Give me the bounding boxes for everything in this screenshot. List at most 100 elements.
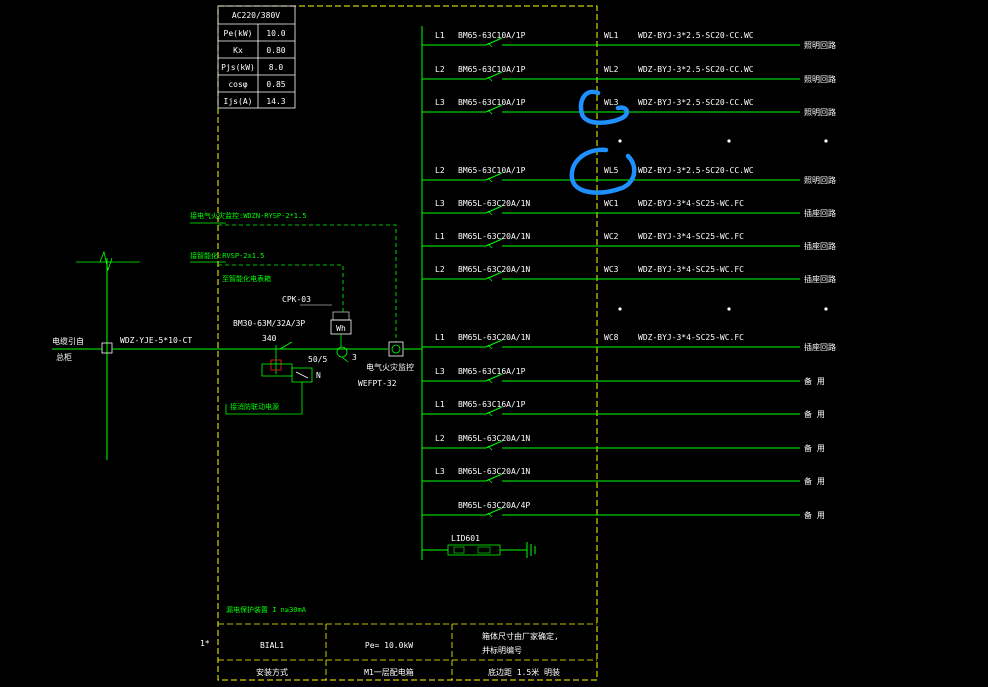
annotation-circle-wl5: [569, 147, 637, 195]
meter-code: CPK-03: [282, 295, 311, 304]
table-value-pjs: 8.0: [269, 63, 284, 72]
circuit-phase: L3: [435, 98, 445, 107]
breaker-mark: [487, 243, 493, 249]
circuit-cable: WDZ-BYJ-3*2.5-SC20-CC.WC: [638, 98, 754, 107]
surge-protector: LID601: [422, 534, 536, 558]
box-note-2: 并标明编号: [482, 645, 522, 655]
table-label-pe: Pe(kW): [224, 29, 253, 38]
rcd-note: 漏电保护装置 I n≥30mA: [226, 605, 307, 614]
install-label: 安装方式: [256, 667, 288, 677]
incoming-cable-label: WDZ-YJE-5*10-CT: [120, 336, 192, 345]
shunt-label: 接消防联动电源: [230, 402, 279, 411]
circuit-phase: L3: [435, 367, 445, 376]
box-power: Pe= 10.0kW: [365, 641, 413, 650]
circuit-breaker: BM65-63C10A/1P: [458, 98, 526, 107]
breaker-mark: [487, 276, 493, 282]
circuit-cable: WDZ-BYJ-3*4-SC25-WC.FC: [638, 199, 744, 208]
box-note-1: 箱体尺寸由厂家确定,: [482, 631, 559, 641]
fire-monitor-code: WEFPT-32: [358, 379, 397, 388]
continuation-dots: [618, 139, 828, 311]
box-name: BIAL1: [260, 641, 284, 650]
height-label: 底边距 1.5米 明装: [488, 667, 560, 677]
circuit-id: WC8: [604, 333, 619, 342]
circuit-breaker: BM65L-63C20A/1N: [458, 333, 530, 342]
shunt-coil: [270, 359, 282, 371]
table-header: AC220/380V: [232, 11, 280, 20]
spd-label: LID601: [451, 534, 480, 543]
table-label-cos: cosφ: [228, 80, 247, 89]
ct-3-label: 3: [352, 353, 357, 362]
footer-table: 1* BIAL1 Pe= 10.0kW 箱体尺寸由厂家确定, 并标明编号 安装方…: [200, 623, 597, 680]
source-label-2: 总柜: [56, 352, 72, 362]
breaker-mark: [487, 344, 493, 350]
circuit-use: 插座回路: [804, 342, 836, 352]
circuit-use: 照明回路: [804, 74, 836, 84]
circuit-phase: L1: [435, 400, 445, 409]
circuit-row: L1 BM65L-63C20A/1N WC8 WDZ-BYJ-3*4-SC25-WC.…: [422, 333, 836, 352]
breaker-mark: [487, 411, 493, 417]
circuit-phase: L1: [435, 333, 445, 342]
circuit-use: 照明回路: [804, 175, 836, 185]
circuit-row: L3 BM65-63C16A/1P 备 用: [422, 367, 825, 386]
circuit-use: 备 用: [804, 443, 825, 453]
circuit-phase: L2: [435, 65, 445, 74]
incoming-feeder: 电缆引自 总柜 WDZ-YJE-5*10-CT BM30-63M/32A/3P …: [52, 211, 422, 614]
ct-label: 50/5: [308, 355, 327, 364]
circuit-phase: L2: [435, 265, 445, 274]
circuit-breaker: BM65L-63C20A/1N: [458, 265, 530, 274]
main-breaker-label: BM30-63M/32A/3P: [233, 319, 305, 328]
circuit-use: 照明回路: [804, 107, 836, 117]
circuit-cable: WDZ-BYJ-3*4-SC25-WC.FC: [638, 333, 744, 342]
circuit-cable: WDZ-BYJ-3*2.5-SC20-CC.WC: [638, 166, 754, 175]
circuit-use: 备 用: [804, 476, 825, 486]
table-value-kx: 0.80: [266, 46, 285, 55]
fire-line-label: 接电气火灾监控:WDZN-RYSP-2*1.5: [190, 211, 306, 220]
circuit-cable: WDZ-BYJ-3*2.5-SC20-CC.WC: [638, 65, 754, 74]
annotation-circle-wl3: [578, 89, 630, 125]
circuit-row: L3 BM65L-63C20A/1N 备 用: [422, 467, 825, 486]
table-label-kx: Kx: [233, 46, 243, 55]
circuit-breaker: BM65-63C16A/1P: [458, 367, 526, 376]
circuit-breaker: BM65L-63C20A/1N: [458, 467, 530, 476]
circuit-phase: L3: [435, 467, 445, 476]
location-label: M1一层配电箱: [364, 667, 414, 677]
circuit-cable: WDZ-BYJ-3*2.5-SC20-CC.WC: [638, 31, 754, 40]
ct-n-label: N: [316, 371, 321, 380]
circuit-cable: WDZ-BYJ-3*4-SC25-WC.FC: [638, 265, 744, 274]
circuit-id: WC2: [604, 232, 619, 241]
bms-note: 至智能化电表箱: [222, 274, 271, 283]
circuit-phase: L3: [435, 199, 445, 208]
circuit-use: 备 用: [804, 376, 825, 386]
circuit-use: 备 用: [804, 510, 825, 520]
main-breaker-current: 340: [262, 334, 277, 343]
circuit-row: L3 BM65-63C10A/1P WL3 WDZ-BYJ-3*2.5-SC20-CC…: [422, 98, 836, 117]
circuit-use: 备 用: [804, 409, 825, 419]
breaker-mark: [487, 109, 493, 115]
footer-mark: 1*: [200, 639, 210, 648]
fire-monitor-label: 电气火灾监控: [366, 362, 414, 372]
circuit-id: WL1: [604, 31, 619, 40]
table-value-ijs: 14.3: [266, 97, 285, 106]
circuit-use: 照明回路: [804, 40, 836, 50]
circuit-use: 插座回路: [804, 208, 836, 218]
table-value-cos: 0.85: [266, 80, 285, 89]
source-terminal: [101, 342, 113, 354]
breaker-mark: [487, 445, 493, 451]
table-label-pjs: Pjs(kW): [221, 63, 255, 72]
parameter-table: AC220/380V Pe(kW) 10.0 Kx 0.80 Pjs(kW) 8…: [217, 5, 296, 109]
meter-label: Wh: [336, 324, 346, 333]
circuit-id: WL3: [604, 98, 619, 107]
table-label-ijs: Ijs(A): [224, 97, 253, 106]
circuit-cable: WDZ-BYJ-3*4-SC25-WC.FC: [638, 232, 744, 241]
circuit-id: WC1: [604, 199, 619, 208]
circuit-phase: L1: [435, 232, 445, 241]
breaker-mark: [487, 177, 493, 183]
